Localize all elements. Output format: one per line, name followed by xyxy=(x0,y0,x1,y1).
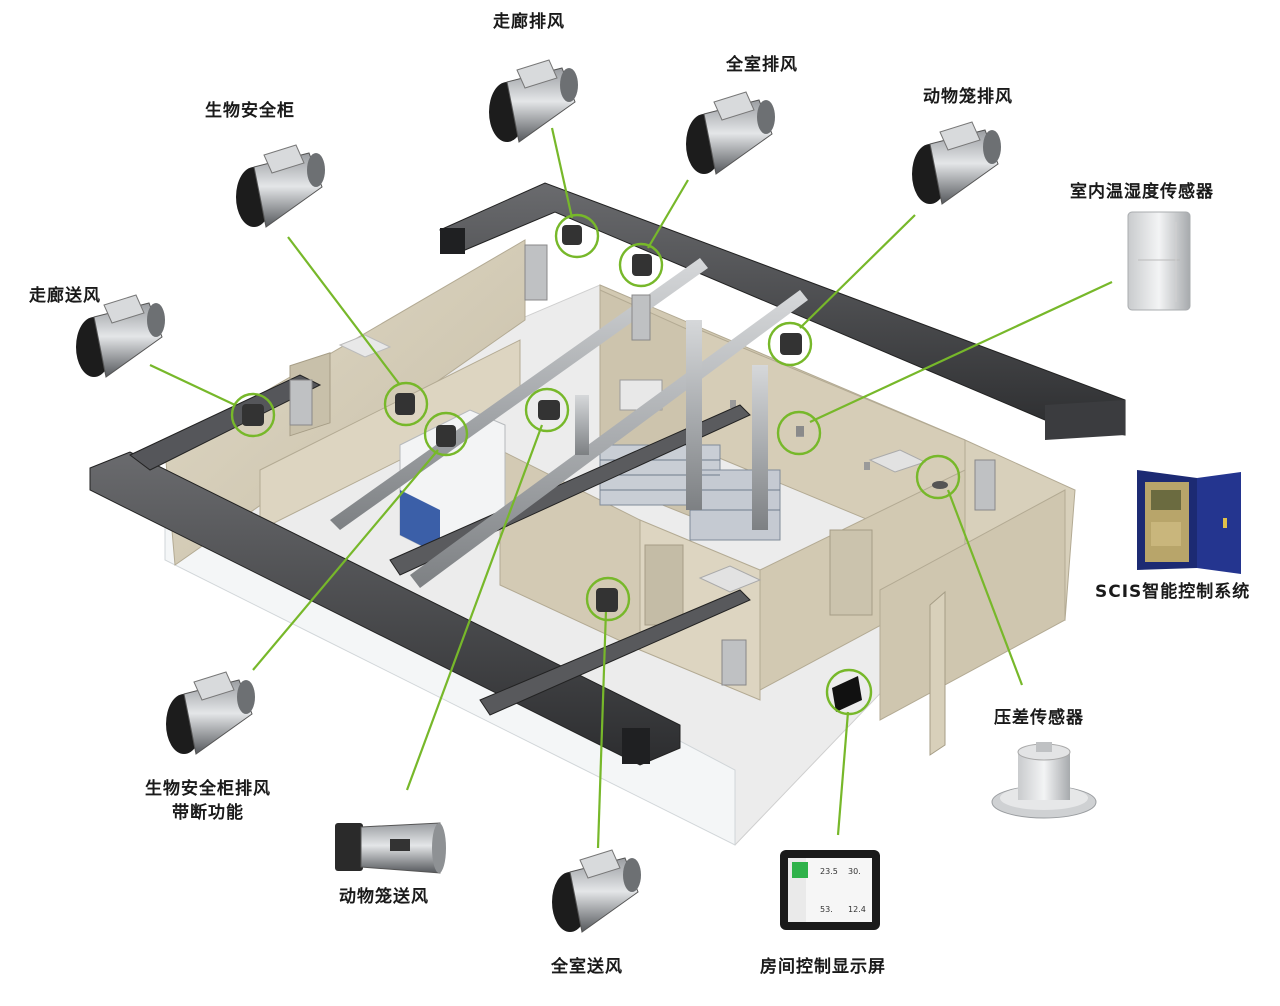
display-val-hum: 30. xyxy=(848,867,861,876)
label-room-exhaust: 全室排风 xyxy=(726,55,798,75)
display-val-temp: 23.5 xyxy=(820,867,838,876)
leader-animal-exhaust xyxy=(799,214,916,329)
label-animal-cage-exhaust: 动物笼排风 xyxy=(923,87,1013,107)
wall-sensor-2 xyxy=(730,400,736,408)
label-temp-humidity-sensor: 室内温湿度传感器 xyxy=(1070,182,1214,202)
open-door xyxy=(929,590,946,756)
leader-animal-supply xyxy=(405,424,544,791)
diffuser-2 xyxy=(698,565,762,593)
duct-drop-front xyxy=(721,639,747,686)
supply-duct-end xyxy=(622,728,650,764)
valve-product-room-exhaust xyxy=(686,91,775,175)
pressure-sensor-product xyxy=(991,742,1097,819)
leader-display xyxy=(836,711,850,836)
marker-pressure xyxy=(915,454,961,500)
leader-room-supply xyxy=(596,609,608,849)
marker-room-supply xyxy=(585,576,631,622)
marker-corridor-exhaust xyxy=(554,213,600,259)
marker-animal-supply xyxy=(524,387,570,433)
valve-product-room-supply xyxy=(552,849,641,933)
supply-duct-cross-2 xyxy=(479,589,751,716)
label-biosafety-cabinet: 生物安全柜 xyxy=(205,101,295,121)
leader-pressure xyxy=(946,489,1024,686)
valve-product-bsc xyxy=(236,144,325,228)
label-corridor-supply: 走廊送风 xyxy=(29,286,101,306)
exhaust-riser-1 xyxy=(686,320,702,510)
wall-sensor-3 xyxy=(864,462,870,470)
label-animal-cage-supply: 动物笼送风 xyxy=(339,887,429,907)
supply-duct-front-2 xyxy=(129,374,322,471)
duct-drop-room xyxy=(631,294,651,341)
duct-drop-right xyxy=(974,459,996,511)
label-corridor-exhaust: 走廊排风 xyxy=(493,12,565,32)
door-2 xyxy=(829,529,873,616)
duct-drop-supply xyxy=(289,379,313,426)
highlight-markers xyxy=(230,213,961,716)
marker-bsc-exhaust xyxy=(423,411,469,457)
marker-display xyxy=(825,668,873,716)
exhaust-riser-3 xyxy=(575,395,589,455)
label-room-display: 房间控制显示屏 xyxy=(760,957,886,977)
label-scis-control-system: SCIS智能控制系统 xyxy=(1095,582,1251,602)
leader-corridor-supply xyxy=(149,364,236,406)
valve-product-corridor-exhaust xyxy=(489,59,578,143)
exhaust-duct-end xyxy=(440,228,465,254)
marker-room-exhaust xyxy=(618,242,664,288)
valve-product-animal-exhaust xyxy=(912,121,1001,205)
venturi-product-animal-supply xyxy=(335,822,446,874)
display-val-b: 12.4 xyxy=(848,905,866,914)
label-pressure-sensor: 压差传感器 xyxy=(994,708,1084,728)
marker-animal-exhaust xyxy=(767,321,813,367)
leader-room-exhaust xyxy=(647,179,689,249)
front-wall-right xyxy=(879,489,1066,721)
temp-humidity-sensor-product xyxy=(1127,211,1191,311)
marker-corridor-supply xyxy=(230,392,276,438)
label-bsc-exhaust: 生物安全柜排风 带断功能 xyxy=(135,777,281,825)
label-bsc-exhaust-line1: 生物安全柜排风 xyxy=(145,779,271,799)
display-val-a: 53. xyxy=(820,905,833,914)
exhaust-pipe-1 xyxy=(330,258,708,530)
label-room-supply: 全室送风 xyxy=(551,957,623,977)
exhaust-duct-drop xyxy=(1045,400,1125,440)
valve-product-bsc-exhaust xyxy=(166,671,255,755)
duct-drop-corridor xyxy=(524,244,548,301)
diffuser-3 xyxy=(338,334,392,358)
exhaust-riser-2 xyxy=(752,365,768,530)
biosafety-cabinet-front xyxy=(400,490,440,555)
label-bsc-exhaust-line2: 带断功能 xyxy=(172,803,244,823)
leader-corridor-exhaust xyxy=(550,127,574,219)
leader-lines xyxy=(149,127,1113,849)
door-3 xyxy=(644,544,684,626)
leader-bsc-exhaust xyxy=(252,449,439,671)
scis-cabinet-product xyxy=(1137,470,1241,574)
marker-temp-sensor xyxy=(776,410,822,456)
marker-bsc xyxy=(383,381,429,427)
leader-bsc xyxy=(287,236,401,386)
leader-temp-sensor xyxy=(809,281,1113,423)
room-display-product: 23.5 30. 53. 12.4 xyxy=(780,850,880,930)
valve-product-corridor-supply xyxy=(76,294,165,378)
